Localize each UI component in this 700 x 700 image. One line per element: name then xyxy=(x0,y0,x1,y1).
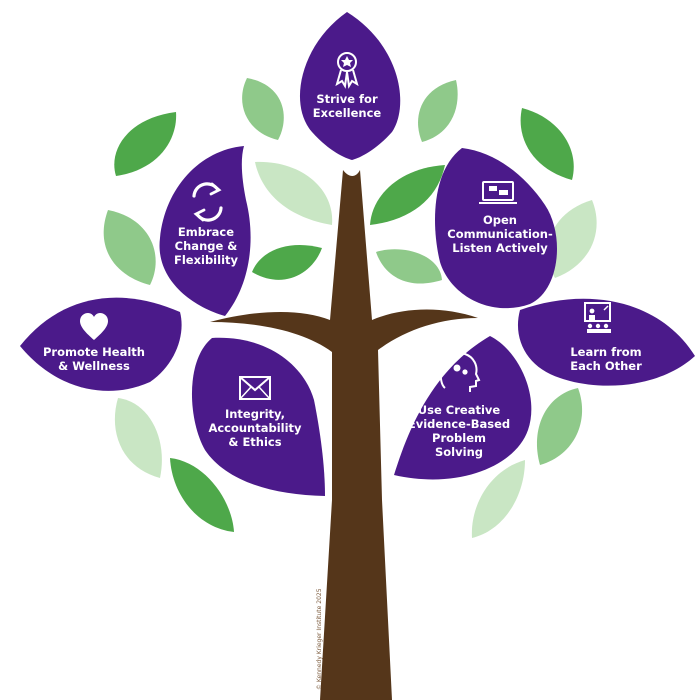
label-line: Each Other xyxy=(570,359,642,373)
label-line: Communication- xyxy=(447,227,553,241)
green-leaf xyxy=(114,398,162,478)
purple-leaf xyxy=(191,337,325,496)
purple-leaf xyxy=(159,146,251,316)
laptop-chat-icon xyxy=(479,181,517,204)
label-line: Excellence xyxy=(312,106,382,120)
green-leaf xyxy=(242,78,284,140)
label-line: & Wellness xyxy=(58,359,130,373)
label-line: Strive for xyxy=(316,92,378,106)
heart-icon xyxy=(80,313,108,340)
green-leaf xyxy=(376,249,442,284)
label-line: Evidence-Based xyxy=(407,417,511,431)
label-line: Listen Actively xyxy=(452,241,548,255)
purple-leaf xyxy=(434,148,557,309)
label-line: Accountability xyxy=(208,421,302,435)
green-leaves xyxy=(103,78,597,538)
green-leaf xyxy=(536,388,583,465)
green-leaf xyxy=(255,161,333,225)
tree-trunk xyxy=(210,170,478,700)
label-line: Open xyxy=(483,213,517,227)
label-line: Flexibility xyxy=(173,253,239,267)
label-line: Problem xyxy=(432,431,486,445)
purple-leaf xyxy=(517,298,695,386)
green-leaf xyxy=(103,210,156,285)
copyright-notice: © Kennedy Krieger Institute 2025 xyxy=(316,588,323,690)
green-leaf xyxy=(418,80,458,142)
label-line: Learn from xyxy=(570,345,642,359)
value-label-open-communication: Open Communication- Listen Actively xyxy=(447,213,553,255)
green-leaf xyxy=(252,245,322,280)
label-line: Use Creative xyxy=(417,403,501,417)
refresh-arrows-icon xyxy=(192,182,223,222)
value-label-promote-health: Promote Health & Wellness xyxy=(43,345,145,373)
label-line: & Ethics xyxy=(228,435,282,449)
green-leaf xyxy=(114,112,177,176)
award-ribbon-icon xyxy=(335,52,359,89)
green-leaf xyxy=(547,200,597,278)
green-leaf xyxy=(370,165,445,225)
classroom-icon xyxy=(584,302,611,333)
green-leaf xyxy=(170,458,234,532)
value-label-integrity: Integrity, Accountability & Ethics xyxy=(208,407,301,449)
value-label-strive-for-excellence: Strive for Excellence xyxy=(313,92,381,120)
head-gears-icon xyxy=(439,352,481,392)
purple-leaf xyxy=(20,297,182,391)
value-label-embrace-change: Embrace Change & Flexibility xyxy=(174,225,238,267)
value-label-learn-from-each-other: Learn from Each Other xyxy=(570,345,642,373)
purple-leaf xyxy=(394,336,532,480)
label-line: Promote Health xyxy=(43,345,145,359)
label-line: Integrity, xyxy=(224,407,286,421)
value-label-creative-problem-solving: Use Creative Evidence-Based Problem Solv… xyxy=(408,403,510,459)
label-line: Embrace xyxy=(177,225,235,239)
label-line: Solving xyxy=(435,445,483,459)
envelope-icon xyxy=(239,376,271,400)
green-leaf xyxy=(520,108,574,180)
green-leaf xyxy=(471,460,525,538)
label-line: Change & xyxy=(174,239,238,253)
